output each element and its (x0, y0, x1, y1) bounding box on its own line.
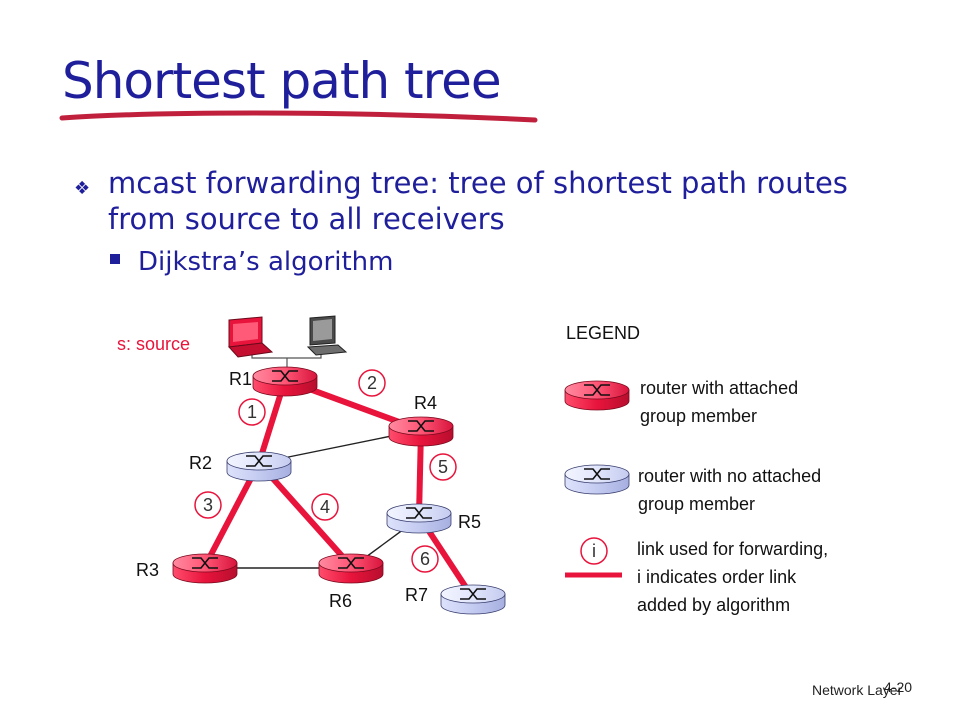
page-title: Shortest path tree (62, 52, 502, 110)
legend-nonmember-router-icon (564, 464, 630, 495)
bullet-main-text: mcast forwarding tree: tree of shortest … (108, 166, 848, 236)
desktop-computer-icon (306, 315, 348, 356)
router-r5-nonmember (386, 503, 452, 534)
order-badge-1-text: 1 (247, 402, 257, 422)
legend-link-symbol-text: i (592, 541, 596, 561)
order-badge-2: 2 (358, 369, 386, 397)
order-badge-3-text: 3 (203, 495, 213, 515)
legend-member-line2: group member (640, 406, 757, 426)
router-label-r4: R4 (414, 393, 437, 413)
order-badge-3: 3 (194, 491, 222, 519)
router-r1-member (252, 366, 318, 397)
bullet-list: ❖ mcast forwarding tree: tree of shortes… (74, 165, 868, 279)
legend-member-router-icon (564, 380, 630, 411)
legend-heading: LEGEND (566, 323, 640, 343)
legend-nonmember-line1: router with no attached (638, 466, 821, 486)
title-underline (59, 110, 538, 123)
router-label-r1: R1 (229, 369, 252, 389)
legend-nonmember-line2: group member (638, 494, 755, 514)
square-bullet-icon (110, 254, 120, 264)
legend-link-line3: added by algorithm (637, 595, 790, 615)
order-badge-5-text: 5 (438, 457, 448, 477)
router-r6-member (318, 553, 384, 584)
router-r7-nonmember (440, 584, 506, 615)
router-label-r7: R7 (405, 585, 428, 605)
legend-link-line2: i indicates order link (637, 567, 797, 587)
order-badge-5: 5 (429, 453, 457, 481)
order-badge-6: 6 (411, 545, 439, 573)
router-label-r5: R5 (458, 512, 481, 532)
router-label-r3: R3 (136, 560, 159, 580)
legend-link-line1: link used for forwarding, (637, 539, 828, 559)
page-number: 4-20 (884, 679, 913, 695)
diamond-bullet-icon: ❖ (74, 178, 91, 199)
order-badge-1: 1 (238, 398, 266, 426)
legend-member-line1: router with attached (640, 378, 798, 398)
bullet-sub-text: Dijkstra’s algorithm (138, 247, 394, 277)
order-badge-6-text: 6 (420, 549, 430, 569)
source-label: s: source (117, 334, 190, 354)
footer-label: Network Layer (812, 682, 903, 698)
red-laptop-icon (227, 316, 274, 358)
router-label-r6: R6 (329, 591, 352, 611)
bullet-sub: Dijkstra’s algorithm (110, 245, 868, 279)
router-r2-nonmember (226, 451, 292, 482)
order-badge-4-text: 4 (320, 497, 330, 517)
bullet-main: ❖ mcast forwarding tree: tree of shortes… (74, 165, 868, 237)
order-badge-2-text: 2 (367, 373, 377, 393)
order-badge-4: 4 (311, 493, 339, 521)
router-r4-member (388, 416, 454, 447)
router-r3-member (172, 553, 238, 584)
legend-link-symbol: i (565, 537, 622, 578)
router-label-r2: R2 (189, 453, 212, 473)
